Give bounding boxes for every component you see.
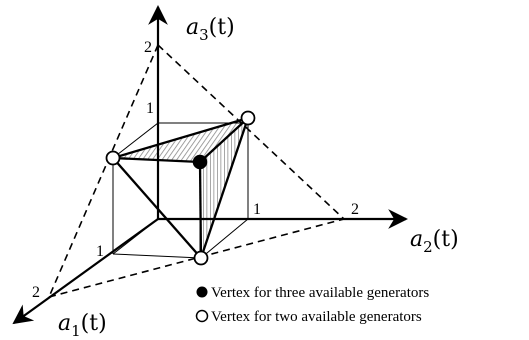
legend-open-text: Vertex for two available generators [211,309,422,325]
vertex-three-generators [192,154,208,170]
axes [12,5,408,325]
a1-axis-label: a1(t) [58,311,107,340]
a2-axis-label: a2(t) [410,227,459,256]
tick-a3-2: 2 [144,39,152,56]
tick-a2-2: 2 [351,201,359,218]
tick-a1-1: 1 [96,243,104,260]
vertex-two-generators-bottom [193,250,209,266]
legend-filled-text: Vertex for three available generators [211,285,429,301]
tick-a2-1: 1 [253,201,261,218]
tick-a3-1: 1 [146,100,154,117]
legend-open-marker [195,309,209,323]
dashed-simplex [48,44,345,298]
polytope-edges [112,116,250,259]
a3-axis-label: a3(t) [186,15,235,44]
legend-filled-marker [196,286,208,298]
legend: Vertex for three available generators Ve… [195,285,429,325]
a1-axis [12,218,159,325]
tick-a1-2: 2 [32,284,40,301]
vertex-two-generators-left [105,150,121,166]
vertex-two-generators-top-right [240,110,256,126]
